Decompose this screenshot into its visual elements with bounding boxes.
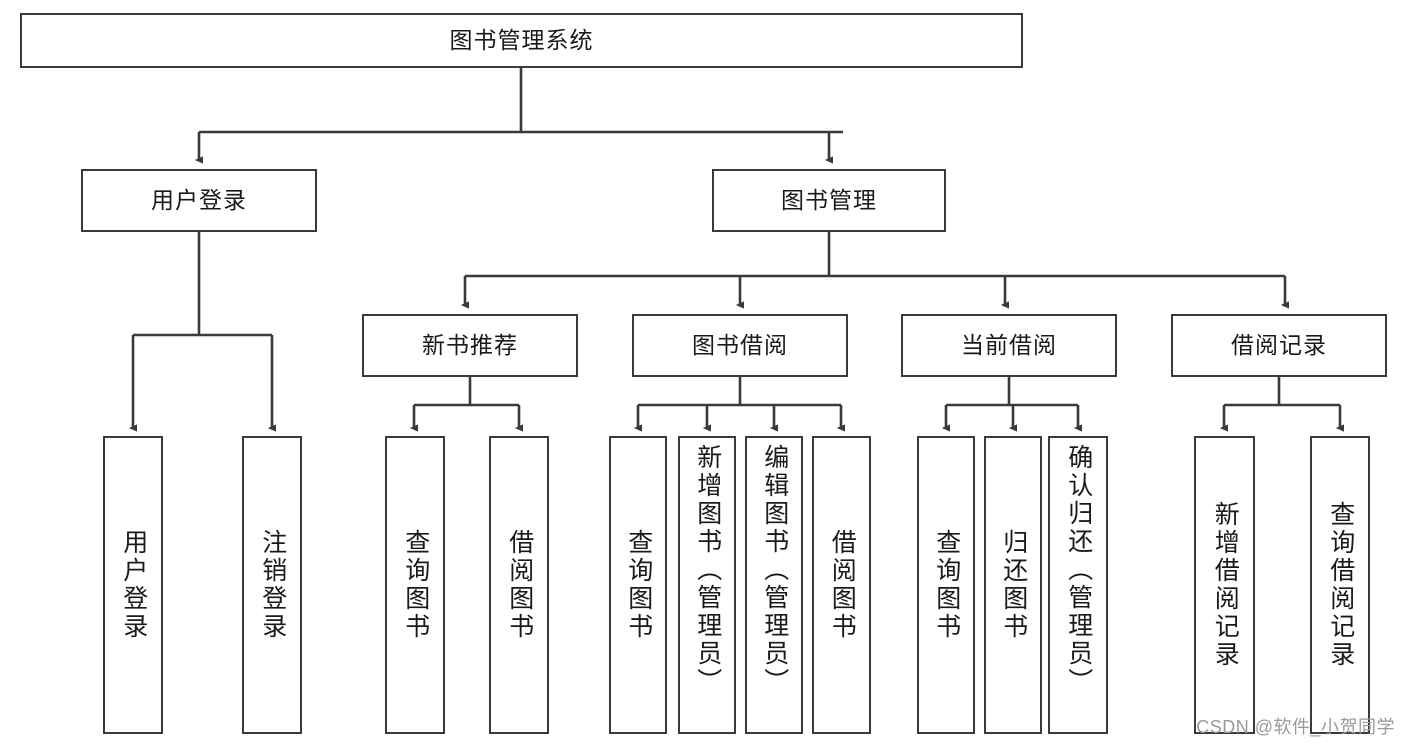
leaf-book-borrow-query[interactable]: 查询图书: [609, 436, 667, 734]
node-label: 查询借阅记录: [1326, 501, 1355, 669]
node-label: 用户登录: [151, 186, 247, 213]
node-label: 图书管理: [781, 186, 877, 213]
leaf-current-borrow-query[interactable]: 查询图书: [917, 436, 975, 734]
node-current-borrow[interactable]: 当前借阅: [901, 314, 1117, 377]
leaf-book-borrow-borrow[interactable]: 借阅图书: [812, 436, 871, 734]
leaf-new-book-query[interactable]: 查询图书: [385, 436, 445, 734]
node-label: 新增借阅记录: [1211, 501, 1240, 669]
node-label: 查询图书: [624, 529, 653, 641]
node-label: 借阅图书: [505, 529, 534, 641]
node-label: 归还图书: [999, 529, 1028, 641]
node-label: 新书推荐: [422, 331, 518, 358]
node-borrow-record[interactable]: 借阅记录: [1171, 314, 1387, 377]
node-label: 图书借阅: [692, 331, 788, 358]
node-label: 注销登录: [258, 529, 287, 641]
leaf-borrow-record-query[interactable]: 查询借阅记录: [1310, 436, 1370, 734]
leaf-user-login-login[interactable]: 用户登录: [103, 436, 163, 734]
leaf-user-login-logout[interactable]: 注销登录: [242, 436, 302, 734]
node-user-login[interactable]: 用户登录: [81, 169, 317, 232]
leaf-current-borrow-confirm-return[interactable]: 确认归还（管理员）: [1048, 436, 1108, 734]
node-label: 确认归还（管理员）: [1064, 444, 1093, 696]
leaf-borrow-record-add[interactable]: 新增借阅记录: [1194, 436, 1255, 734]
watermark: CSDN @软件_小贺同学: [1196, 717, 1395, 737]
leaf-current-borrow-return[interactable]: 归还图书: [984, 436, 1042, 734]
node-label: 借阅图书: [828, 529, 857, 641]
node-label: 用户登录: [119, 529, 148, 641]
node-label: 图书管理系统: [449, 26, 594, 53]
node-root-system[interactable]: 图书管理系统: [20, 13, 1023, 68]
node-label: 借阅记录: [1231, 331, 1327, 358]
node-book-manage[interactable]: 图书管理: [712, 169, 946, 232]
node-book-borrow[interactable]: 图书借阅: [632, 314, 848, 377]
node-label: 编辑图书（管理员）: [760, 444, 789, 696]
node-label: 查询图书: [932, 529, 961, 641]
node-label: 新增图书（管理员）: [693, 444, 722, 696]
leaf-book-borrow-edit[interactable]: 编辑图书（管理员）: [745, 436, 803, 734]
node-label: 当前借阅: [961, 331, 1057, 358]
node-new-book-recommend[interactable]: 新书推荐: [362, 314, 578, 377]
leaf-new-book-borrow[interactable]: 借阅图书: [489, 436, 549, 734]
leaf-book-borrow-add[interactable]: 新增图书（管理员）: [678, 436, 736, 734]
node-label: 查询图书: [401, 529, 430, 641]
